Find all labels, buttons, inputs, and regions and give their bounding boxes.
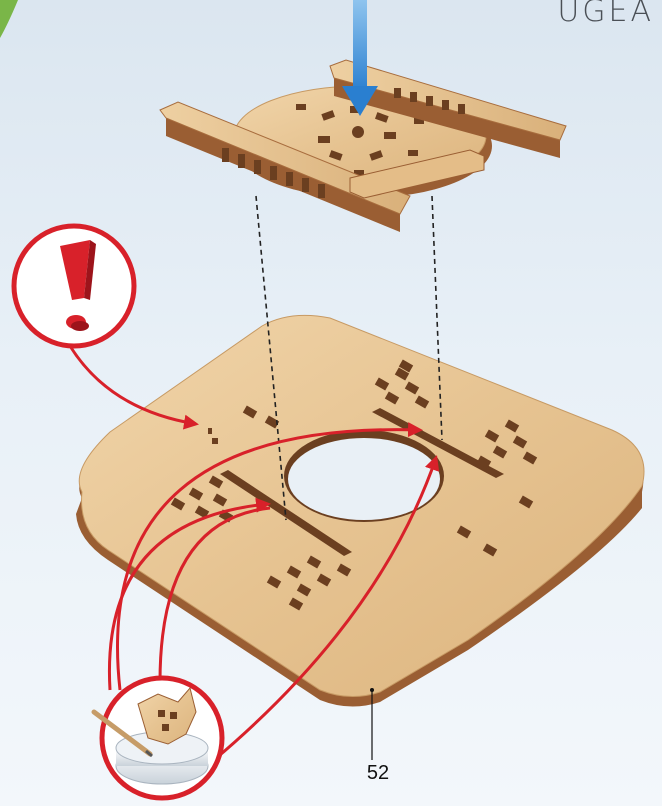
part-number-label: 52 xyxy=(363,762,393,785)
brand-logo: UGEA xyxy=(557,0,654,29)
corner-tab xyxy=(0,0,18,38)
